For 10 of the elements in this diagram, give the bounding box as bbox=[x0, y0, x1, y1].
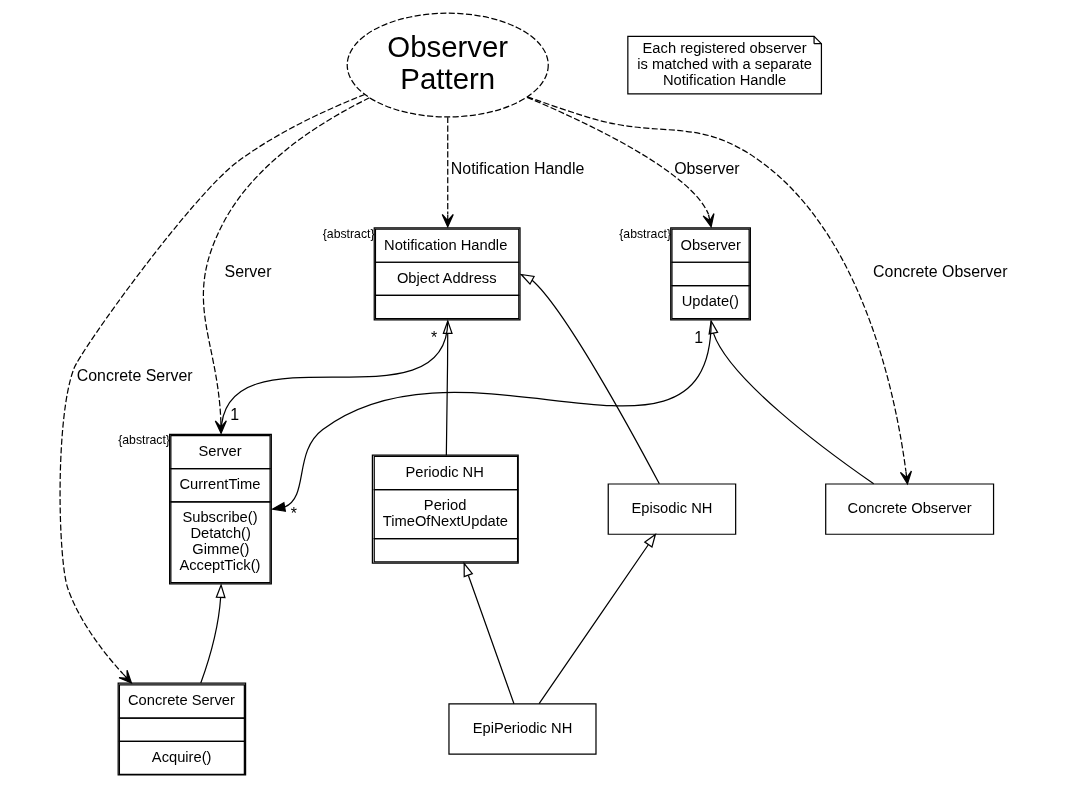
node-label: {abstract} bbox=[118, 433, 170, 448]
label: 1 bbox=[694, 329, 704, 347]
edge-label: Concrete Server bbox=[76, 366, 193, 384]
edge-label: Concrete Observer bbox=[873, 263, 1008, 281]
edge-label: Server bbox=[224, 263, 272, 281]
label: * bbox=[290, 505, 297, 523]
label: 1 bbox=[230, 405, 240, 423]
label: * bbox=[431, 328, 438, 346]
edge-label: Observer bbox=[674, 159, 740, 177]
edge-label: Notification Handle bbox=[450, 159, 585, 177]
